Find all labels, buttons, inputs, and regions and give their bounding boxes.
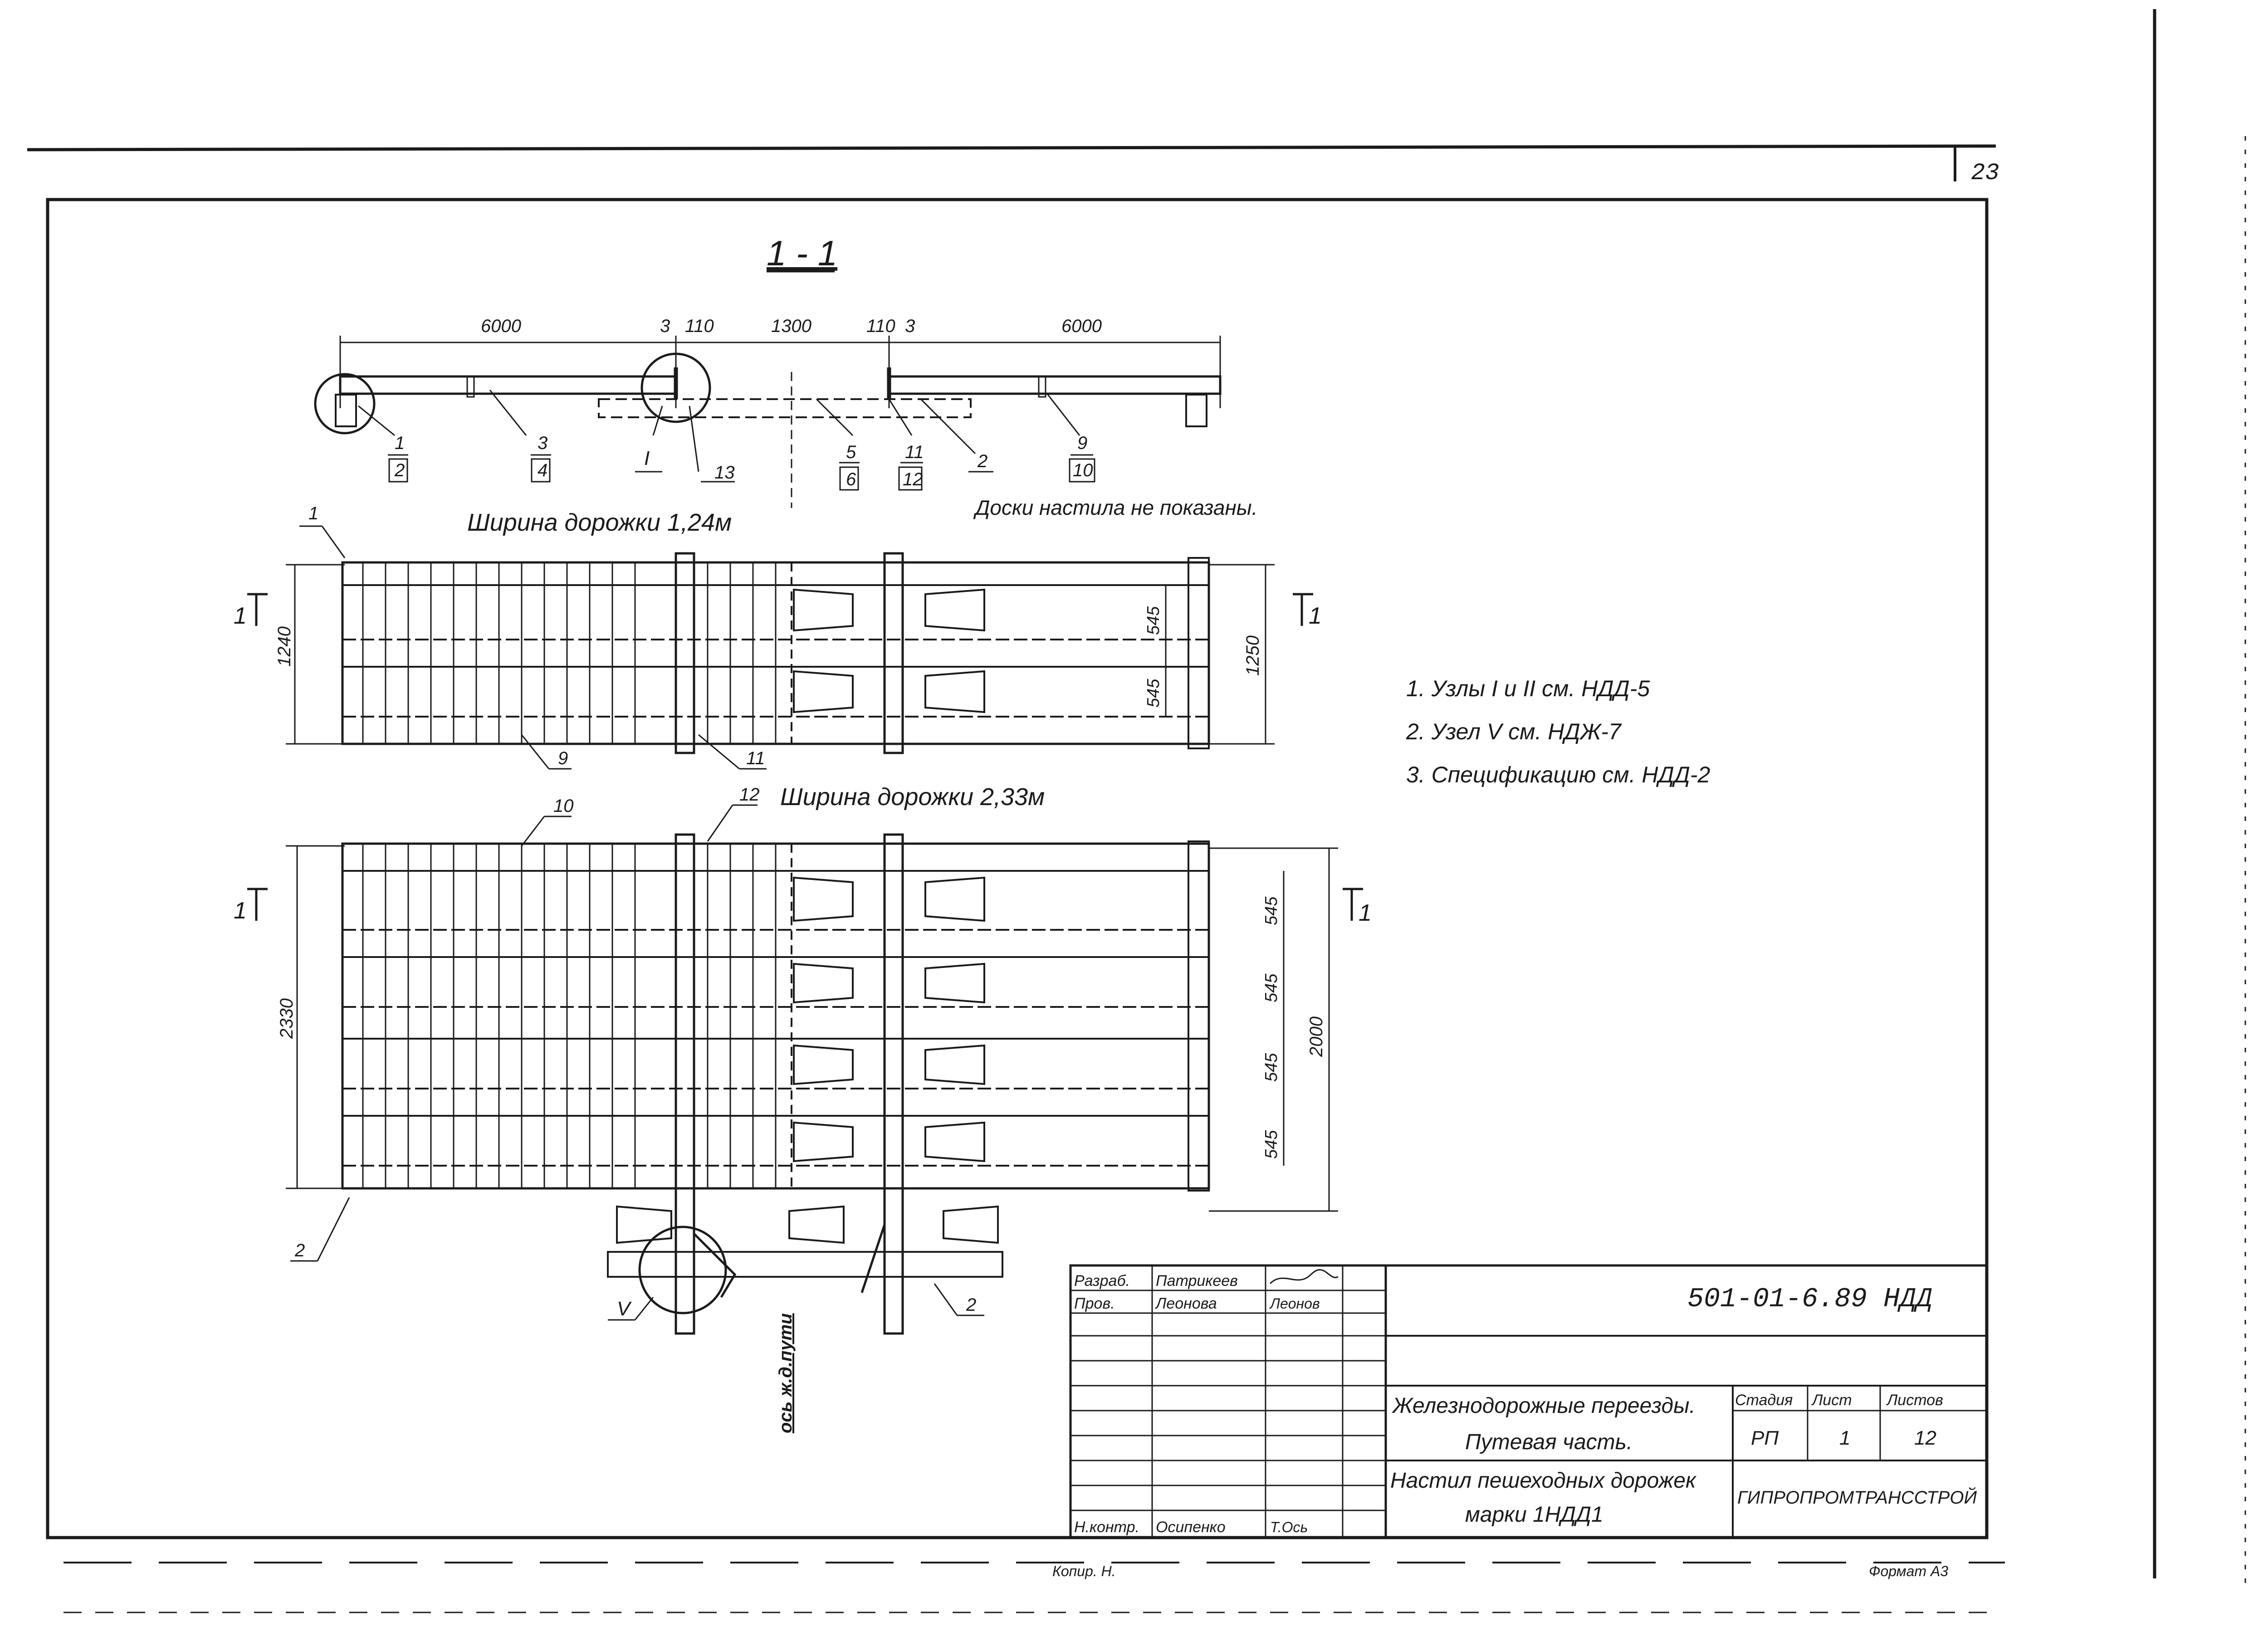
section-view: 1 - 1 6000 3 110 1300 110 3 6000 (314, 233, 1257, 519)
plan2-callout-V: V (617, 1298, 632, 1320)
stage-value: РП (1751, 1427, 1779, 1449)
role-norm-control: Н.контр. (1074, 1519, 1139, 1536)
plan2-inner-dim-4: 545 (1262, 1130, 1281, 1159)
plan2-width-dim: 2330 (277, 998, 297, 1039)
plan1-inner-dim-1: 545 (1144, 606, 1163, 635)
footer-copied: Копир. Н. (1052, 1563, 1116, 1579)
plan1-callout-9: 9 (558, 748, 568, 768)
sheet-header: Лист (1811, 1392, 1852, 1409)
project-line-2: Путевая часть. (1465, 1430, 1633, 1454)
plan2-callout-2-right: 2 (966, 1295, 976, 1315)
section-dim-3a: 3 (660, 316, 670, 336)
section-title: 1 - 1 (767, 233, 837, 273)
sheets-value: 12 (1914, 1427, 1936, 1449)
section-callout-I: I (644, 447, 650, 469)
node-support-circle (314, 373, 376, 435)
note-1: 1. Узлы I и II см. НДД-5 (1406, 676, 1650, 701)
section-callout-9: 9 (1077, 433, 1087, 453)
plan2-inner-dim-2: 545 (1262, 973, 1281, 1002)
role-checker: Пров. (1074, 1295, 1115, 1312)
plan1-boards (362, 562, 792, 744)
plan-view-1: Ширина дорожки 1,24м 1 (234, 503, 1322, 770)
sheets-header: Листов (1886, 1392, 1943, 1409)
section-callout-3: 3 (538, 433, 547, 453)
section-callout-10: 10 (1073, 460, 1093, 480)
sheet-footer: Копир. Н. Формат А3 (1052, 1563, 1948, 1579)
general-notes: 1. Узлы I и II см. НДД-5 2. Узел V см. Н… (1406, 676, 1711, 787)
organization: ГИПРОПРОМТРАНССТРОЙ (1737, 1487, 1977, 1508)
section-callout-13: 13 (714, 463, 735, 483)
signature-checker: Леонов (1269, 1295, 1320, 1312)
section-callout-5: 5 (846, 442, 856, 462)
section-dim-middle: 1300 (771, 316, 811, 336)
plan2-cut-right: 1 (1359, 900, 1372, 926)
plan1-inner-dim-2: 545 (1144, 679, 1163, 708)
plan2-inner-dim-1: 545 (1262, 896, 1281, 925)
section-callout-2: 2 (394, 460, 405, 480)
plan2-right-dim: 2000 (1306, 1016, 1326, 1057)
plan-view-2: Ширина дорожки 2,33м 10 12 (234, 783, 1372, 1433)
node-V-circle (638, 1226, 727, 1314)
plan2-title: Ширина дорожки 2,33м (780, 783, 1045, 811)
sheet-title-line-2: марки 1НДД1 (1465, 1503, 1603, 1527)
section-note: Доски настила не показаны. (973, 496, 1257, 519)
section-dim-110a: 110 (685, 316, 714, 336)
plan1-callout-11: 11 (746, 748, 765, 768)
plan1-width-dim: 1240 (274, 626, 294, 667)
name-checker: Леонова (1155, 1295, 1217, 1312)
section-dim-right: 6000 (1061, 316, 1102, 336)
plan1-right-dim: 1250 (1243, 635, 1263, 676)
signature-developer (1269, 1269, 1339, 1285)
stage-header: Стадия (1735, 1392, 1793, 1409)
plan1-callout-1: 1 (308, 503, 318, 523)
note-2: 2. Узел V см. НДЖ-7 (1406, 719, 1622, 744)
section-callout-4: 4 (538, 460, 547, 480)
plan1-title: Ширина дорожки 1,24м (467, 509, 732, 536)
role-developer: Разраб. (1074, 1272, 1130, 1290)
plan2-boards (362, 844, 792, 1188)
note-3: 3. Спецификацию см. НДД-2 (1406, 762, 1711, 787)
footer-format: Формат А3 (1869, 1563, 1948, 1579)
section-callout-11: 11 (905, 442, 924, 462)
plan1-cut-right: 1 (1309, 603, 1322, 629)
signature-norm-control: Т.Ось (1270, 1519, 1308, 1535)
section-callout-1: 1 (395, 433, 405, 453)
project-line-1: Железнодорожные переезды. (1392, 1394, 1696, 1418)
section-dim-left: 6000 (481, 316, 521, 336)
plan2-inner-dim-3: 545 (1262, 1053, 1281, 1082)
node-I-circle (640, 352, 711, 423)
section-callout-2b: 2 (977, 451, 987, 471)
plan2-cut-left: 1 (234, 898, 247, 924)
section-callout-12: 12 (903, 469, 923, 489)
sheet-value: 1 (1839, 1427, 1850, 1449)
title-block: Разраб. Патрикеев Пров. Леонова Леонов Н… (1069, 1264, 1988, 1539)
section-dim-3b: 3 (905, 316, 915, 336)
plan1-cut-left: 1 (234, 603, 247, 629)
plan2-callout-2-left: 2 (294, 1241, 305, 1260)
doc-code: 501-01-6.89 НДД (1687, 1284, 1932, 1315)
name-norm-control: Осипенко (1156, 1519, 1226, 1536)
name-developer: Патрикеев (1156, 1272, 1238, 1290)
sheet-frame: 23 (27, 9, 2246, 1613)
plan2-callout-10: 10 (553, 796, 574, 816)
track-axis-label: ось ж.д.пути (776, 1313, 796, 1433)
section-callout-6: 6 (846, 469, 856, 489)
plan2-callout-12: 12 (739, 785, 760, 805)
sheet-number: 23 (1971, 160, 1999, 186)
sheet-title-line-1: Настил пешеходных дорожек (1390, 1469, 1697, 1493)
section-dim-110b: 110 (866, 316, 895, 336)
